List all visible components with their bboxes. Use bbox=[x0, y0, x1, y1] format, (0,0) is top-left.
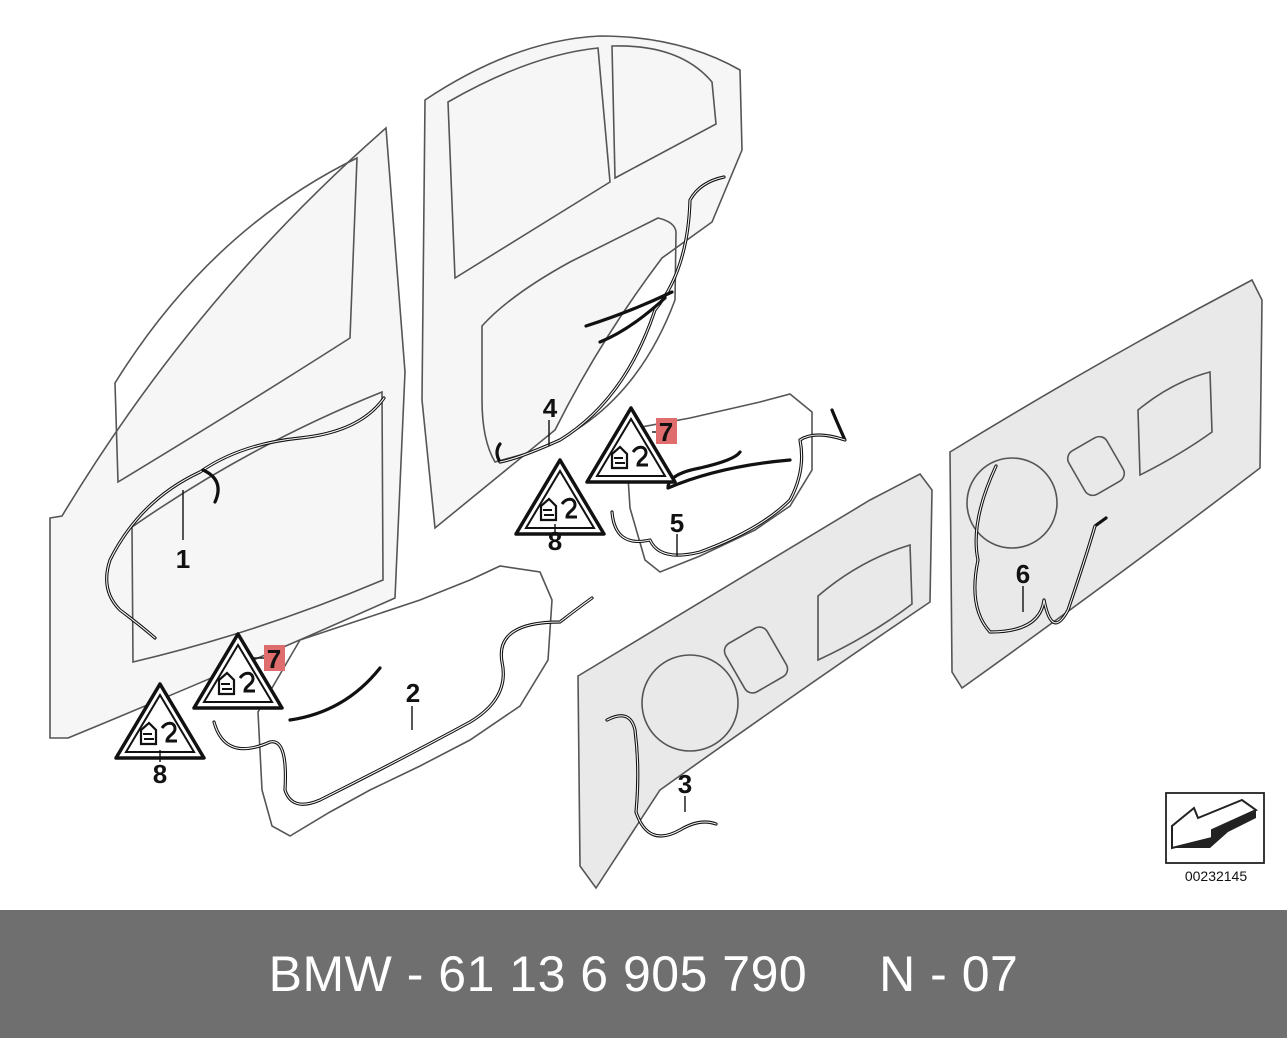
part-number-banner: BMW - 61 13 6 905 790 N - 07 bbox=[0, 910, 1287, 1038]
carrier-plate-5 bbox=[624, 393, 813, 573]
leader-lines bbox=[159, 420, 1024, 812]
rear-door-frame bbox=[421, 35, 743, 530]
callout-3: 3 bbox=[678, 769, 692, 799]
wiring-harness-2 bbox=[212, 596, 594, 806]
callout-5: 5 bbox=[670, 508, 684, 538]
door-trim-panel bbox=[577, 472, 933, 890]
part-number-text: BMW - 61 13 6 905 790 N - 07 bbox=[268, 946, 1019, 1002]
rear-door-trim-panel bbox=[949, 278, 1263, 690]
wiring-harness-4 bbox=[495, 175, 726, 464]
warning-triangle-icon bbox=[514, 458, 606, 536]
callout-4: 4 bbox=[543, 393, 558, 423]
callout-1: 1 bbox=[176, 544, 190, 574]
callout-7-highlight: 7 bbox=[656, 417, 677, 447]
wiring-harness-1 bbox=[105, 396, 386, 640]
callout-2: 2 bbox=[406, 678, 420, 708]
parts-diagram: 1 2 3 4 5 6 7 7 8 8 bbox=[49, 35, 1265, 890]
callout-8: 8 bbox=[548, 526, 562, 556]
direction-arrow-icon bbox=[1165, 792, 1265, 864]
front-door-panel bbox=[49, 126, 406, 739]
callout-7: 7 bbox=[659, 417, 673, 447]
carrier-plate-2 bbox=[257, 565, 553, 837]
callout-7: 7 bbox=[267, 644, 281, 674]
callout-8: 8 bbox=[153, 759, 167, 789]
callout-7-highlight: 7 bbox=[264, 644, 285, 674]
wiring-harness-3 bbox=[605, 714, 718, 838]
callout-6: 6 bbox=[1016, 559, 1030, 589]
diagram-number: 00232145 bbox=[1184, 868, 1248, 884]
wiring-harness-6 bbox=[973, 464, 1108, 634]
